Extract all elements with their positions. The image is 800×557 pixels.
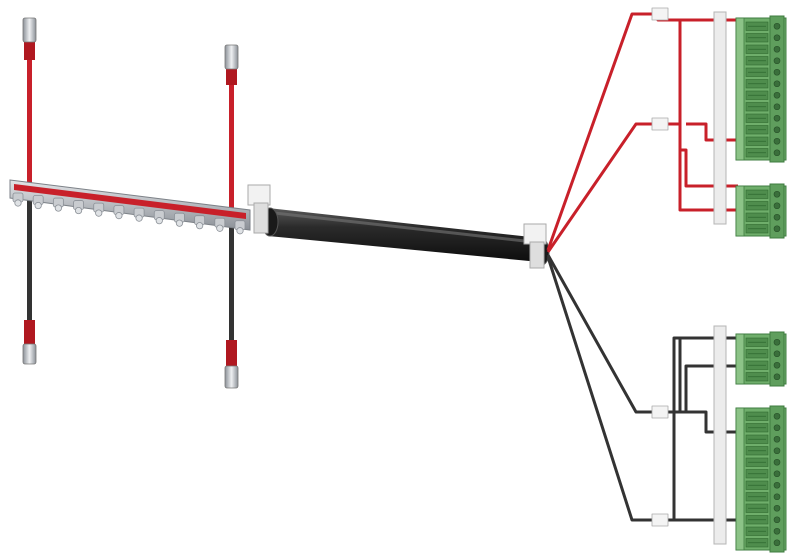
connector-terminal xyxy=(745,136,781,146)
cable-clamp-left xyxy=(247,184,271,206)
connector-terminal xyxy=(745,337,781,347)
wire-marker-4 xyxy=(651,513,669,527)
connector-bottom-large xyxy=(735,405,787,553)
busbar-pin xyxy=(194,215,206,230)
connector-terminal xyxy=(745,67,781,77)
connector-terminal xyxy=(745,372,781,382)
black-tap-wire-left xyxy=(27,195,32,325)
busbar-pin xyxy=(52,197,64,212)
tip-top-right xyxy=(224,44,239,70)
connector-terminal xyxy=(745,224,781,234)
cable-sheath xyxy=(268,208,540,262)
connector-terminal xyxy=(745,515,781,525)
breakout-wires xyxy=(546,7,738,527)
black-wire-1 xyxy=(546,254,738,414)
connector-terminal xyxy=(745,113,781,123)
connector-terminal xyxy=(745,201,781,211)
red-tap-wire-right xyxy=(229,80,234,212)
busbar-pin xyxy=(32,195,44,210)
red-ferrule-right xyxy=(226,65,237,85)
connector-bottom-small xyxy=(735,331,787,387)
connector-terminal xyxy=(745,189,781,199)
terminal-connectors xyxy=(735,15,787,553)
busbar-pin xyxy=(214,217,226,232)
connector-terminal xyxy=(745,212,781,222)
cable-clamp-right xyxy=(523,223,547,245)
busbar-pin xyxy=(93,202,105,217)
black-tap-wire-right xyxy=(229,220,234,345)
holder-rail-top xyxy=(713,11,727,225)
connector-terminal xyxy=(745,349,781,359)
connector-terminal xyxy=(745,457,781,467)
red-wire-1 xyxy=(546,12,738,251)
busbar-pin xyxy=(174,212,185,227)
connector-terminal xyxy=(745,79,781,89)
connector-terminal xyxy=(745,446,781,456)
black-wire-5 xyxy=(686,410,738,434)
connector-terminal xyxy=(745,90,781,100)
wire-marker-3 xyxy=(651,405,669,419)
black-ferrule-left xyxy=(24,320,35,344)
connector-terminal xyxy=(745,360,781,370)
connector-terminal xyxy=(745,33,781,43)
connector-terminal xyxy=(745,480,781,490)
connector-terminal xyxy=(745,469,781,479)
busbar-pins xyxy=(12,192,246,235)
connector-terminal xyxy=(745,434,781,444)
connector-terminal xyxy=(745,44,781,54)
red-wire-4 xyxy=(680,148,738,188)
busbar-pin xyxy=(153,210,165,225)
red-ferrule-left xyxy=(24,40,35,60)
busbar-assembly xyxy=(9,17,251,389)
black-wire-3 xyxy=(672,336,680,520)
connector-top-large xyxy=(735,15,787,163)
connector-terminal xyxy=(745,423,781,433)
connector-terminal xyxy=(745,526,781,536)
wire-marker-1 xyxy=(651,7,669,21)
busbar-pin xyxy=(12,192,24,207)
cable-clamp-left-base xyxy=(253,202,269,234)
red-wire-2 xyxy=(546,20,682,253)
connector-terminal xyxy=(745,411,781,421)
cable-highlight xyxy=(270,211,538,244)
cable-clamp-right-base xyxy=(529,241,545,269)
tip-bottom-right xyxy=(224,365,239,389)
connector-top-small xyxy=(735,183,787,239)
wire-marker-2 xyxy=(651,117,669,131)
connector-terminal xyxy=(745,102,781,112)
busbar-red-strip xyxy=(14,184,246,219)
connector-terminal xyxy=(745,148,781,158)
connector-terminal xyxy=(745,503,781,513)
black-wire-2 xyxy=(546,256,738,522)
black-ferrule-right xyxy=(226,340,237,366)
tip-top-left xyxy=(22,17,37,43)
connector-terminal xyxy=(745,125,781,135)
busbar-pin xyxy=(73,200,84,215)
connector-terminal xyxy=(745,538,781,548)
busbar-pin xyxy=(234,220,246,235)
red-wire-5 xyxy=(686,122,738,142)
red-tap-wire-left xyxy=(27,55,32,190)
black-wire-4 xyxy=(680,364,738,414)
connector-terminal xyxy=(745,21,781,31)
connector-terminal xyxy=(745,492,781,502)
connector-terminal xyxy=(745,56,781,66)
cable-main xyxy=(247,184,550,269)
busbar-pin xyxy=(133,207,145,222)
holder-rail-bottom xyxy=(713,325,727,545)
busbar-pin xyxy=(113,205,125,220)
busbar-bar xyxy=(9,179,251,231)
tip-bottom-left xyxy=(22,343,37,365)
